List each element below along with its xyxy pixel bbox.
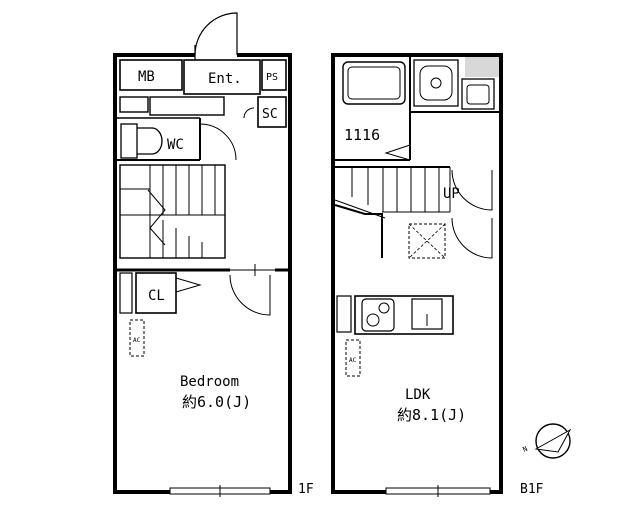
entrance-box [183, 59, 261, 95]
entrance-door-gap [195, 50, 237, 60]
ldk-label: LDK [405, 387, 431, 403]
cl-box [135, 272, 177, 314]
bedroom-door-swing [229, 274, 271, 316]
first-floor-stairs [119, 164, 226, 259]
basement-stairs [351, 167, 451, 213]
toilet-tank [120, 123, 138, 159]
sink-icon [411, 298, 443, 330]
first-floor-label: 1F [298, 482, 314, 497]
bathtub [342, 61, 406, 105]
ps-label: PS [266, 72, 278, 83]
stove-icon [361, 298, 395, 332]
entrance-door-swing [194, 12, 238, 56]
bedroom-size: 約6.0(J) [182, 393, 251, 411]
bedroom-ac-label: AC [133, 337, 141, 344]
sc-box [257, 96, 287, 128]
ldk-ac-label: AC [349, 357, 357, 364]
sc-label: SC [262, 107, 278, 122]
wc-door-swing [199, 123, 237, 161]
bath-label: 1116 [344, 126, 380, 144]
compass-icon: N [522, 423, 572, 459]
mb-box [119, 59, 183, 91]
toilet-icon [137, 127, 163, 155]
compass-north-label: N [522, 445, 529, 454]
mb-label: MB [138, 69, 155, 85]
kitchen-counter [354, 295, 454, 335]
basement-floor-plan: 1116 UP AC [331, 53, 544, 497]
entrance-label: Ent. [208, 71, 242, 87]
ps-box [261, 59, 287, 91]
ldk-ac-unit [345, 339, 361, 377]
storage-hatch [408, 223, 446, 259]
up-label: UP [443, 186, 460, 202]
basement-floor-label: B1F [520, 482, 544, 497]
basement-outer-wall [331, 53, 503, 494]
washing-machine-pan [413, 59, 459, 107]
wash-basin [461, 78, 495, 110]
ldk-size: 約8.1(J) [397, 406, 466, 424]
cl-label: CL [148, 288, 165, 304]
first-floor-plan: MB Ent. PS SC WC [113, 12, 314, 497]
wc-label: WC [167, 137, 184, 153]
bedroom-ac-unit [129, 319, 145, 357]
bedroom-label: Bedroom [180, 374, 239, 390]
